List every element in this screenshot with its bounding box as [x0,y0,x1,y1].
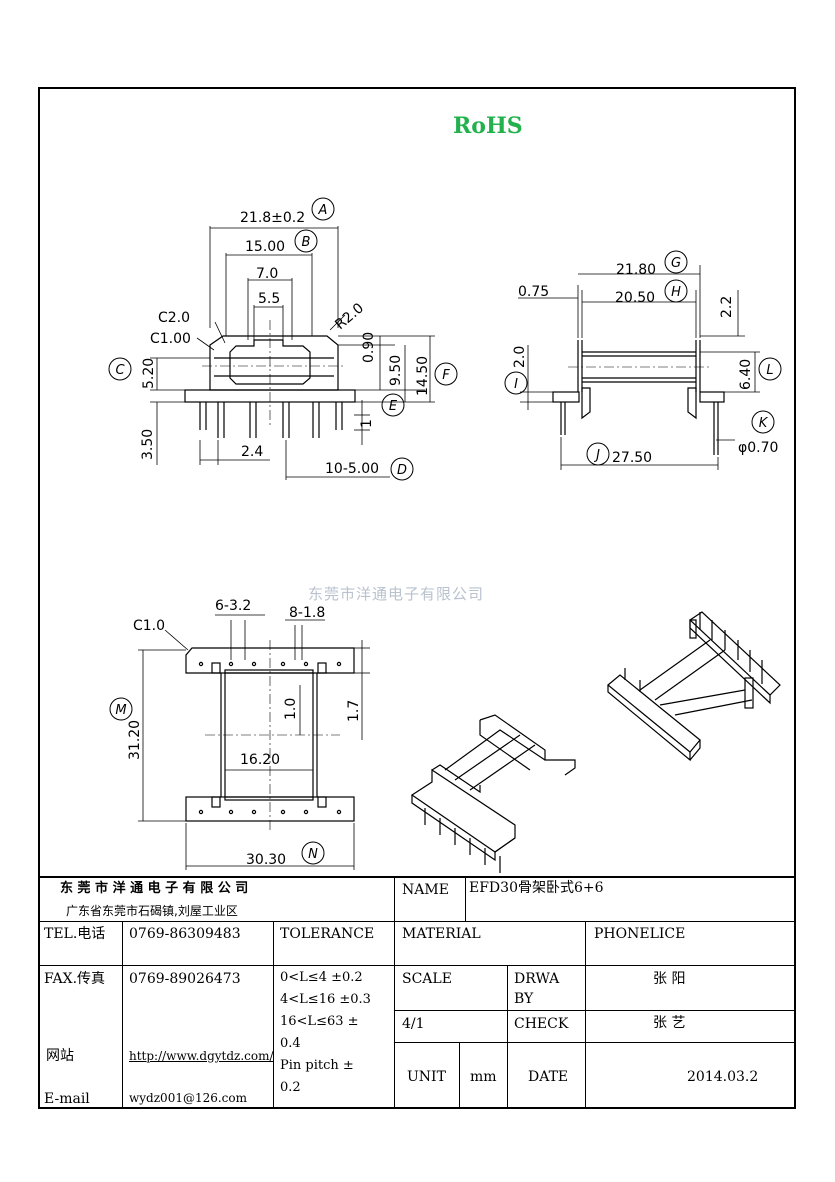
email-label: E-mail [44,1091,90,1107]
scale-label: SCALE [402,971,452,987]
isometric-view-1 [410,714,576,873]
dim-2-0: 2.0 [512,346,528,368]
dim-1: 1 [359,419,375,428]
dim-3-50: 3.50 [140,429,156,460]
dim-j: 27.50 [612,450,652,466]
dim-c1-0: C1.0 [133,618,165,634]
unit-value: mm [470,1069,497,1085]
marker-e: E [389,399,398,414]
dim-6-40: 6.40 [738,359,754,390]
dim-2-2: 2.2 [719,296,735,318]
marker-h: H [671,285,681,300]
top-view [138,614,370,870]
marker-c: C [115,363,125,378]
phonelice-label: PHONELICE [594,926,686,942]
dim-6-3-2: 6-3.2 [215,598,251,614]
marker-j: J [593,448,600,463]
tolerance-line-3: 16<L≤63 ± [280,1014,359,1029]
dim-0-90: 0.90 [361,332,377,363]
tolerance-label: TOLERANCE [280,926,375,942]
name-label: NAME [402,882,449,898]
website-link[interactable]: http://www.dgytdz.com/ [129,1049,274,1063]
dim-2-4: 2.4 [241,444,263,460]
dim-k: φ0.70 [738,440,778,456]
tolerance-line-2: 4<L≤16 ±0.3 [280,992,371,1007]
dim-5-20: 5.20 [141,358,157,389]
drawn-label-line-1: DRWA [514,971,560,987]
date-value: 2014.03.2 [687,1069,759,1085]
unit-label: UNIT [407,1069,446,1085]
company-name: 东 莞 市 洋 通 电 子 有 限 公 司 [60,881,249,896]
drawing-frame [38,87,796,1109]
check-value: 张 艺 [653,1015,686,1031]
dim-c1-00: C1.00 [150,331,191,347]
tolerance-line-1: 0<L≤4 ±0.2 [280,970,363,985]
tel-label: TEL.电话 [44,926,106,942]
fax-value: 0769-89026473 [129,971,241,987]
dim-5-5: 5.5 [258,291,280,307]
dim-r2-0: R2.0 [332,300,367,333]
tolerance-line-6: 0.2 [280,1080,301,1095]
tolerance-line-4: 0.4 [280,1036,301,1051]
drawn-label-line-2: BY [514,991,534,1007]
dim-a: 21.8±0.2 [240,210,305,226]
website-label: 网站 [46,1048,74,1064]
front-view [150,226,435,480]
dim-n: 30.30 [246,852,286,868]
dim-14-50: 14.50 [415,356,431,396]
marker-n: N [308,847,318,862]
marker-b: B [302,235,311,250]
dim-16-20: 16.20 [240,752,280,768]
dim-g: 21.80 [616,262,656,278]
rohs-label: RoHS [453,113,523,139]
check-label: CHECK [514,1016,569,1032]
company-watermark: 东莞市洋通电子有限公司 [308,585,485,603]
dim-9-50: 9.50 [388,355,404,386]
dim-1-0: 1.0 [283,698,299,720]
dim-0-75: 0.75 [518,284,549,300]
email-value: wydz001@126.com [129,1091,248,1105]
marker-m: M [115,703,126,718]
title-block: 东 莞 市 洋 通 电 子 有 限 公 司 广东省东莞市石碣镇,刘屋工业区 NA… [38,876,796,1109]
drawn-by-value: 张 阳 [653,971,686,987]
marker-f: F [442,368,450,383]
material-label: MATERIAL [402,926,481,942]
dim-m: 31.20 [127,720,143,760]
marker-k: K [759,416,769,431]
company-address: 广东省东莞市石碣镇,刘屋工业区 [66,904,238,918]
tolerance-line-5: Pin pitch ± [280,1058,354,1073]
fax-label: FAX.传真 [44,971,106,987]
side-view [518,265,760,470]
marker-a: A [318,203,328,218]
tel-value: 0769-86309483 [129,926,241,942]
marker-circles [108,197,782,865]
date-label: DATE [528,1069,569,1085]
dim-7-0: 7.0 [256,266,278,282]
dim-pins: 10-5.00 [325,461,379,477]
marker-l: L [766,363,773,378]
part-name: EFD30骨架卧式6+6 [469,880,604,896]
dim-8-1-8: 8-1.8 [289,605,325,621]
marker-d: D [397,463,407,478]
dim-b: 15.00 [245,239,285,255]
marker-i: I [514,377,518,392]
dim-c2-0: C2.0 [158,310,190,326]
scale-value: 4/1 [402,1016,425,1032]
dim-h: 20.50 [615,290,655,306]
marker-g: G [671,256,681,271]
dim-1-7: 1.7 [346,700,362,722]
isometric-view-2 [607,611,781,762]
